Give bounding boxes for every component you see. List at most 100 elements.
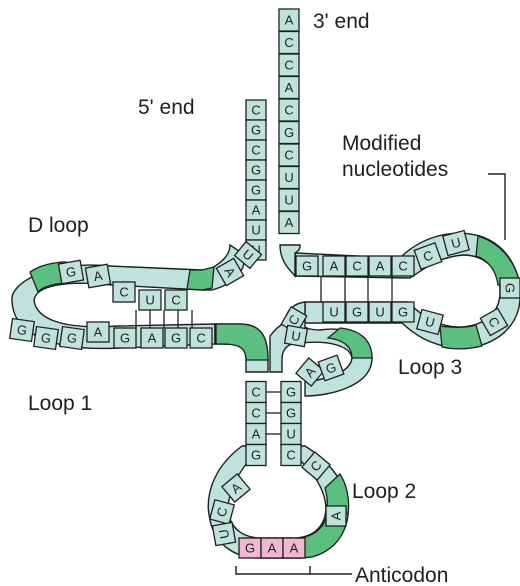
svg-text:G: G bbox=[284, 125, 294, 140]
svg-text:C: C bbox=[284, 58, 293, 73]
nucleotide-anticodon-loop: A bbox=[220, 472, 252, 504]
nucleotide-anticodon: A bbox=[260, 537, 284, 559]
svg-text:A: A bbox=[330, 259, 339, 274]
svg-text:C: C bbox=[251, 143, 260, 158]
svg-text:G: G bbox=[66, 330, 78, 346]
nucleotide-anticodon-stem-right: U bbox=[280, 422, 302, 446]
nucleotide-t-loop-top: C bbox=[391, 255, 415, 277]
nucleotide-connector: A bbox=[215, 257, 245, 287]
nucleotide-acceptor-5prime: G bbox=[245, 119, 267, 141]
modified-t-loop-bottom bbox=[439, 324, 483, 350]
nucleotide-d-loop-top: A bbox=[84, 263, 112, 289]
nucleotide-acceptor-3prime: C bbox=[278, 98, 300, 122]
modified-variable-loop bbox=[326, 327, 373, 359]
modified-d-anticodon bbox=[215, 323, 269, 361]
nucleotide-t-loop-top: G bbox=[295, 255, 319, 277]
nucleotide-d-loop-bottom: G bbox=[164, 327, 188, 349]
svg-text:G: G bbox=[251, 163, 261, 178]
modified-leader-line bbox=[488, 173, 506, 240]
nucleotide-acceptor-3prime: U bbox=[278, 165, 300, 190]
connector-3prime bbox=[279, 244, 301, 278]
svg-text:C: C bbox=[196, 331, 205, 346]
nucleotide-variable-loop: A bbox=[294, 356, 326, 388]
svg-text:A: A bbox=[252, 203, 261, 218]
nucleotide-anticodon-stem-right: G bbox=[280, 401, 302, 425]
nucleotide-d-loop-bottom: A bbox=[86, 321, 110, 343]
label-d-loop: D loop bbox=[28, 214, 89, 237]
nucleotide-d-loop-bottom: G bbox=[58, 325, 86, 351]
svg-text:C: C bbox=[119, 285, 128, 300]
label-anticodon: Anticodon bbox=[355, 564, 448, 586]
nucleotide-anticodon-stem-left: A bbox=[245, 422, 267, 446]
nucleotide-anticodon-loop: C bbox=[208, 498, 236, 526]
nucleotide-d-loop-bottom: G bbox=[8, 317, 36, 343]
svg-text:A: A bbox=[285, 215, 294, 230]
svg-text:A: A bbox=[252, 427, 261, 442]
nucleotide-d-loop-bottom: G bbox=[113, 327, 137, 349]
nucleotide-t-loop-bottom: U bbox=[368, 301, 392, 323]
nucleotide-t-loop-bottom: G bbox=[345, 301, 369, 323]
svg-text:G: G bbox=[245, 541, 255, 556]
svg-text:A: A bbox=[285, 13, 294, 28]
nucleotide-anticodon-stem-left: G bbox=[245, 443, 267, 467]
svg-text:A: A bbox=[94, 325, 103, 340]
svg-text:C: C bbox=[171, 293, 180, 308]
svg-text:U: U bbox=[216, 528, 232, 540]
label-loop1: Loop 1 bbox=[28, 392, 92, 415]
nucleotide-t-loop-top: C bbox=[413, 242, 443, 270]
svg-text:C: C bbox=[284, 35, 293, 50]
nucleotide-acceptor-3prime: A bbox=[278, 75, 300, 100]
svg-text:A: A bbox=[376, 259, 385, 274]
svg-text:U: U bbox=[284, 193, 293, 208]
nucleotide-acceptor-3prime: C bbox=[278, 30, 300, 55]
svg-text:C: C bbox=[251, 406, 260, 421]
svg-text:A: A bbox=[290, 541, 299, 556]
nucleotide-acceptor-5prime: G bbox=[245, 179, 267, 201]
nucleotide-d-loop-bottom: C bbox=[189, 327, 213, 349]
modified-segments bbox=[29, 235, 520, 559]
svg-text:U: U bbox=[329, 305, 338, 320]
nucleotide-t-loop-bottom: U bbox=[415, 308, 445, 336]
nucleotide-t-loop-top: C bbox=[345, 255, 369, 277]
svg-text:G: G bbox=[324, 359, 339, 377]
label-modified-line2: nucleotides bbox=[342, 158, 448, 181]
svg-text:G: G bbox=[286, 385, 296, 400]
svg-text:U: U bbox=[286, 427, 295, 442]
nucleotide-acceptor-5prime: C bbox=[245, 99, 267, 121]
nucleotide-t-loop-bottom: G bbox=[391, 301, 415, 323]
nucleotide-anticodon-loop: A bbox=[325, 505, 347, 527]
nucleotide-anticodon-loop: C bbox=[300, 450, 332, 482]
label-3prime-end: 3' end bbox=[313, 10, 370, 33]
nucleotide-anticodon-stem-right: G bbox=[280, 380, 302, 404]
nucleotide-acceptor-5prime: A bbox=[245, 199, 267, 221]
svg-text:A: A bbox=[285, 80, 294, 95]
nucleotide-t-loop-bottom: U bbox=[322, 301, 346, 323]
svg-text:G: G bbox=[302, 259, 312, 274]
svg-text:C: C bbox=[352, 259, 361, 274]
nucleotide-d-loop-top: C bbox=[112, 281, 136, 303]
nucleotide-acceptor-5prime: G bbox=[245, 159, 267, 181]
nucleotide-acceptor-3prime: U bbox=[278, 188, 300, 212]
nucleotide-anticodon-stem-right: C bbox=[280, 443, 302, 467]
svg-text:C: C bbox=[214, 506, 231, 519]
nucleotide-variable-loop: G bbox=[317, 354, 345, 382]
svg-text:G: G bbox=[352, 305, 362, 320]
svg-text:U: U bbox=[251, 223, 260, 238]
svg-text:G: G bbox=[286, 406, 296, 421]
svg-text:G: G bbox=[65, 264, 78, 281]
svg-text:A: A bbox=[329, 511, 344, 520]
nucleotide-anticodon-stem-left: C bbox=[245, 401, 267, 425]
nucleotide-anticodon: A bbox=[282, 537, 306, 559]
svg-text:G: G bbox=[398, 305, 408, 320]
svg-text:U: U bbox=[375, 305, 384, 320]
label-loop3: Loop 3 bbox=[398, 356, 462, 379]
nucleotide-t-loop-top: U bbox=[441, 229, 471, 257]
svg-text:G: G bbox=[251, 123, 261, 138]
svg-text:G: G bbox=[40, 330, 52, 346]
svg-text:U: U bbox=[450, 235, 463, 252]
svg-text:U: U bbox=[284, 170, 293, 185]
label-modified-line1: Modified bbox=[342, 132, 421, 155]
nucleotide-t-loop-right: C bbox=[479, 307, 509, 337]
svg-text:C: C bbox=[398, 259, 407, 274]
